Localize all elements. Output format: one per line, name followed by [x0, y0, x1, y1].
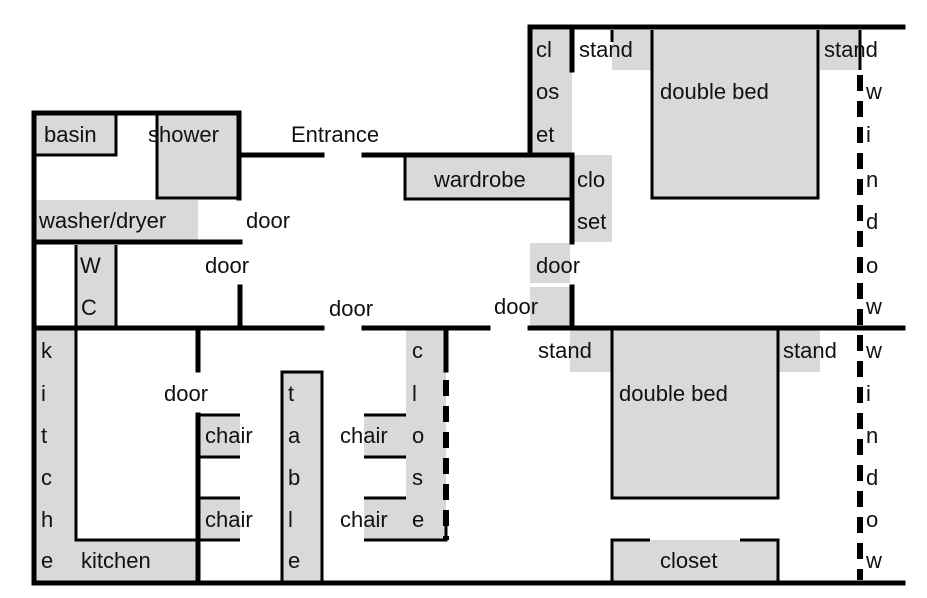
window-top-4: d	[866, 209, 879, 234]
door-label-wc: door	[205, 253, 250, 278]
door-label-bath: door	[246, 208, 291, 233]
dining-closet-2: l	[412, 381, 417, 406]
furniture-outlines	[36, 30, 862, 582]
chair-1-label: chair	[205, 423, 253, 448]
window-bottom-6: w	[866, 548, 882, 573]
stand-bottom-left	[570, 330, 612, 372]
walls	[31, 24, 906, 586]
wardrobe-label: wardrobe	[434, 167, 526, 192]
dining-closet-4: s	[412, 465, 423, 490]
chair-4	[364, 498, 406, 540]
closet-bottom	[612, 540, 778, 582]
table	[282, 372, 322, 582]
table-v-5: e	[288, 548, 301, 573]
stand-top-left-label: stand	[579, 37, 633, 62]
dining-closet-5: e	[412, 507, 425, 532]
kitchen-v-3: t	[41, 423, 48, 448]
chair-2-label: chair	[205, 507, 253, 532]
chair-1	[198, 415, 240, 457]
stand-bottom-right-label: stand	[783, 338, 837, 363]
stand-top-right-label: stand	[824, 37, 878, 62]
kitchen-v-6: e	[41, 548, 54, 573]
kitchen-label: kitchen	[81, 548, 151, 573]
stand-bottom-left-label: stand	[538, 338, 592, 363]
kitchen-v-4: c	[41, 465, 52, 490]
basin	[36, 115, 116, 155]
wardrobe	[405, 157, 570, 199]
dining-closet-3: o	[412, 423, 425, 448]
kitchen-v-5: h	[41, 507, 54, 532]
kitchen-vertical-counter	[36, 330, 76, 582]
table-v-2: a	[288, 423, 301, 448]
window-top-2: i	[866, 122, 871, 147]
door-label-bedroom-top: door	[536, 253, 581, 278]
chair-4-label: chair	[340, 507, 388, 532]
entrance-label: Entrance	[291, 122, 380, 147]
window-bottom-3: n	[866, 423, 879, 448]
table-v-4: l	[288, 507, 293, 532]
dining-closet-1: c	[412, 338, 423, 363]
stand-bottom-right	[778, 330, 820, 372]
shower-label: shower	[148, 122, 219, 147]
bed-top-label: double bed	[660, 79, 769, 104]
wc-label-top: W	[80, 253, 101, 278]
window-bottom-1: w	[866, 338, 882, 363]
wc-label-bottom: C	[81, 295, 97, 320]
chair-3-label: chair	[340, 423, 388, 448]
washer-dryer-label: washer/dryer	[39, 208, 167, 233]
closet-top-left-1: cl	[536, 37, 552, 62]
kitchen-v-2: i	[41, 381, 46, 406]
dining-closet	[406, 330, 446, 540]
chair-2	[198, 498, 240, 540]
double-bed-top	[652, 30, 818, 198]
closet-top-mid-1: clo	[577, 167, 606, 192]
stand-top-right	[820, 30, 860, 70]
wc	[76, 245, 116, 327]
closet-top-mid-2: set	[577, 209, 607, 234]
double-bed-bottom	[612, 330, 778, 498]
door-label-hall: door	[329, 296, 374, 321]
kitchen-v-1: k	[41, 338, 52, 363]
door-label-bedroom-bottom: door	[494, 294, 539, 319]
chair-3	[364, 415, 406, 457]
window-lines	[443, 75, 863, 580]
window-bottom-4: d	[866, 465, 879, 490]
bed-bottom-label: double bed	[619, 381, 728, 406]
table-v-1: t	[288, 381, 295, 406]
kitchen-counter	[76, 540, 198, 582]
closet-top-left-2: os	[536, 79, 560, 104]
closet-top-left	[530, 30, 572, 155]
basin-label: basin	[44, 122, 97, 147]
window-top-5: o	[866, 253, 879, 278]
closet-bottom-label: closet	[660, 548, 718, 573]
stand-top-left	[612, 30, 652, 70]
door-fill-bedroom-2	[530, 287, 570, 327]
window-bottom-2: i	[866, 381, 871, 406]
window-top-3: n	[866, 167, 879, 192]
window-top-1: w	[866, 79, 882, 104]
table-v-3: b	[288, 465, 301, 490]
window-top-6: w	[866, 294, 882, 319]
door-label-kitchen: door	[164, 381, 209, 406]
window-bottom-5: o	[866, 507, 879, 532]
shower	[157, 115, 239, 198]
door-fill-bedroom	[530, 243, 570, 283]
closet-top-mid	[572, 155, 612, 242]
closet-top-left-3: et	[536, 122, 555, 147]
washer-dryer	[36, 200, 198, 242]
